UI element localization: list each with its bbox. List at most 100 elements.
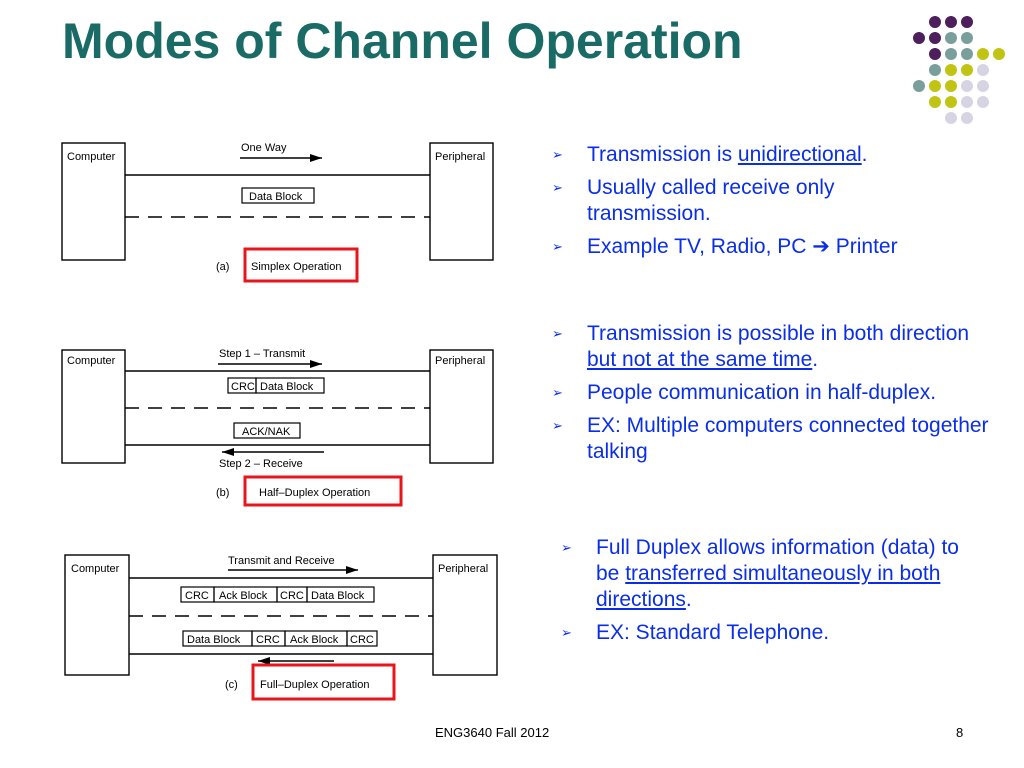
bullet-text: . — [861, 143, 868, 166]
arrow-bullet-icon: ➢ — [552, 385, 563, 400]
data-block-label: Data Block — [187, 634, 241, 646]
caption-highlight-box — [243, 247, 359, 283]
dot — [929, 16, 941, 28]
bullet-item: ➢ People communication in half-duplex. — [552, 380, 992, 406]
peripheral-box — [429, 349, 494, 464]
one-way-label: One Way — [241, 142, 287, 154]
bullet-item: ➢ Example TV, Radio, PC ➔ Printer — [552, 234, 992, 260]
dot — [961, 16, 973, 28]
ack-block-label: Ack Block — [290, 634, 339, 646]
dot — [977, 64, 989, 76]
crc-label: CRC — [280, 590, 304, 602]
dot — [945, 96, 957, 108]
data-block-box — [255, 377, 325, 394]
arrow-bullet-icon: ➢ — [552, 326, 563, 341]
full-duplex-bullet-list: ➢ Full Duplex allows information (data) … — [561, 535, 981, 653]
arrow-bullet-icon: ➢ — [552, 147, 563, 162]
caption-highlight-box — [251, 663, 396, 701]
bullet-text: Example TV, Radio, PC — [587, 235, 813, 258]
bullet-item: ➢ EX: Standard Telephone. — [561, 620, 981, 646]
underlined-term: unidirectional — [737, 143, 862, 166]
peripheral-box — [429, 142, 494, 261]
crc-label: CRC — [350, 634, 374, 646]
arrow-bullet-icon: ➢ — [552, 239, 563, 254]
bullet-text: EX: Multiple computers connected togethe… — [587, 414, 989, 463]
bullet-text: Printer — [829, 235, 898, 258]
slide-title: Modes of Channel Operation — [62, 13, 743, 69]
dot — [961, 48, 973, 60]
dot — [929, 48, 941, 60]
footer-course: ENG3640 Fall 2012 — [435, 725, 550, 740]
underlined-term: transferred simultaneously in both direc… — [596, 562, 941, 611]
transmit-label: Step 1 – Transmit — [219, 348, 305, 360]
bullet-item: ➢ Transmission is possible in both direc… — [552, 321, 992, 373]
caption-label: Simplex Operation — [251, 261, 342, 273]
arrow-bullet-icon: ➢ — [552, 418, 563, 433]
dot — [961, 80, 973, 92]
dot — [977, 96, 989, 108]
dot — [977, 80, 989, 92]
right-arrow-icon: ➔ — [812, 235, 830, 258]
dot — [993, 48, 1005, 60]
diagram-letter: (c) — [225, 679, 238, 691]
page-number: 8 — [956, 725, 964, 740]
dot — [913, 80, 925, 92]
bullet-item: ➢ Usually called receive only transmissi… — [552, 175, 992, 227]
caption-highlight-box — [243, 475, 403, 507]
crc-label: CRC — [185, 590, 209, 602]
diagram-letter: (b) — [216, 487, 229, 499]
data-block-label: Data Block — [260, 381, 314, 393]
bullet-text: Transmission is — [587, 143, 738, 166]
receive-label: Step 2 – Receive — [219, 458, 303, 470]
peripheral-label: Peripheral — [438, 563, 488, 575]
half-duplex-diagram: Computer Peripheral Step 1 – Transmit CR… — [61, 348, 494, 507]
computer-box — [61, 349, 126, 464]
ack-block-label: Ack Block — [219, 590, 268, 602]
bullet-text: Full Duplex allows information (data) to… — [596, 536, 959, 585]
bullet-text: People communication in half-duplex. — [587, 381, 937, 404]
crc-box — [346, 630, 378, 647]
data-block-label: Data Block — [249, 191, 303, 203]
bullet-item: ➢ EX: Multiple computers connected toget… — [552, 413, 992, 465]
ack-nak-box — [233, 422, 301, 439]
half-duplex-bullet-list: ➢ Transmission is possible in both direc… — [552, 321, 992, 472]
computer-box — [61, 142, 126, 261]
ack-nak-label: ACK/NAK — [242, 426, 291, 438]
bullet-item: ➢ Full Duplex allows information (data) … — [561, 535, 981, 613]
computer-label: Computer — [67, 151, 116, 163]
computer-label: Computer — [71, 563, 120, 575]
transmit-receive-label: Transmit and Receive — [228, 555, 335, 567]
dot — [977, 48, 989, 60]
simplex-bullet-list: ➢ Transmission is unidirectional. ➢ Usua… — [552, 142, 992, 267]
full-duplex-diagram: Computer Peripheral Transmit and Receive… — [64, 554, 498, 701]
bullet-text: Usually called receive only transmission… — [587, 176, 835, 225]
caption-label: Half–Duplex Operation — [259, 487, 370, 499]
dot — [961, 112, 973, 124]
dot — [929, 64, 941, 76]
data-block-box — [241, 187, 315, 204]
dot — [961, 96, 973, 108]
dot — [961, 32, 973, 44]
peripheral-label: Peripheral — [435, 355, 485, 367]
dot — [945, 80, 957, 92]
caption-label: Full–Duplex Operation — [260, 679, 369, 691]
dot — [913, 32, 925, 44]
data-block-label: Data Block — [311, 590, 365, 602]
data-block-box — [306, 586, 375, 603]
dot — [961, 64, 973, 76]
dot — [945, 16, 957, 28]
crc-label: CRC — [256, 634, 280, 646]
arrow-bullet-icon: ➢ — [561, 625, 572, 640]
peripheral-box — [432, 554, 498, 676]
dot — [945, 48, 957, 60]
dot — [945, 32, 957, 44]
bullet-item: ➢ Transmission is unidirectional. — [552, 142, 992, 168]
diagram-letter: (a) — [216, 261, 229, 273]
bullet-text: . — [812, 348, 819, 371]
computer-label: Computer — [67, 355, 116, 367]
computer-box — [64, 554, 130, 676]
crc-label: CRC — [231, 381, 255, 393]
dot — [929, 80, 941, 92]
bullet-text: EX: Standard Telephone. — [596, 621, 830, 644]
